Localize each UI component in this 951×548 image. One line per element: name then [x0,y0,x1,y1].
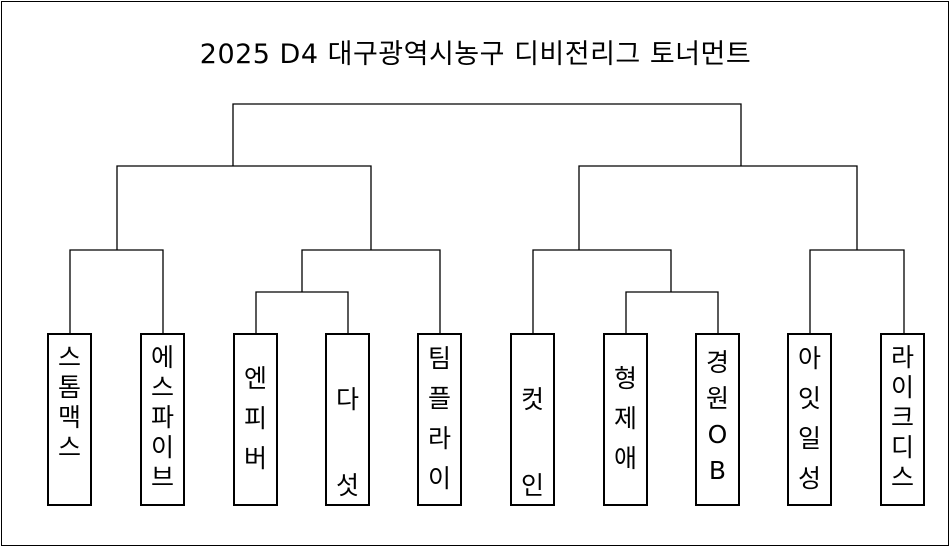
page-title: 2025 D4 대구광역시농구 디비전리그 토너먼트 [199,39,752,70]
team-box: 에 스 파 이 브 [140,333,185,506]
team-box: 컷 인 [510,333,555,506]
team-name: 다 섯 [335,385,359,500]
team-box: 다 섯 [325,333,370,506]
team-box: 경 원 O B [695,333,740,506]
bracket-line-right-first-round [625,291,719,334]
team-name: 라 이 크 디 스 [890,343,914,492]
team-box: 라 이 크 디 스 [880,333,925,506]
team-name: 경 원 O B [705,348,729,485]
bracket-line-final [232,103,742,166]
team-box: 아 잇 일 성 [787,333,832,506]
team-box: 엔 피 버 [233,333,278,506]
bracket-line-left-quarter-1 [69,249,164,334]
team-name: 팀 플 라 이 [427,344,451,493]
team-box: 팀 플 라 이 [417,333,462,506]
bracket-line-left-semi [116,165,372,250]
bracket-line-left-quarter-2 [301,249,441,334]
bracket-line-right-quarter-1 [532,249,672,334]
team-name: 형 제 애 [613,364,637,473]
team-name: 컷 인 [520,385,544,500]
bracket-line-right-quarter-2 [809,249,905,334]
team-box: 형 제 애 [603,333,648,506]
team-name: 에 스 파 이 브 [150,343,174,492]
team-box: 스 톰 맥 스 [47,333,92,506]
team-name: 스 톰 맥 스 [57,343,81,462]
team-name: 아 잇 일 성 [797,344,821,493]
bracket-line-right-semi [578,165,858,250]
bracket-line-left-first-round [255,291,349,334]
team-name: 엔 피 버 [243,364,267,473]
